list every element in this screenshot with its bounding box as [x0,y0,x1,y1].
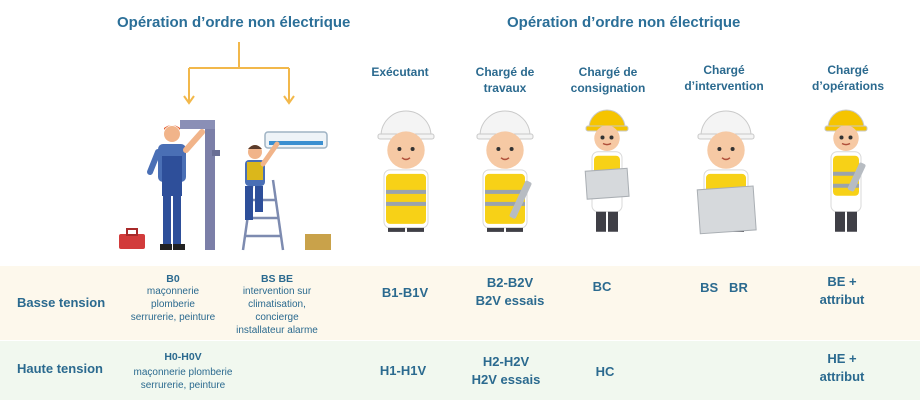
h0-desc-line: serrurerie, peinture [140,380,226,391]
ht-value-line: H1-H1V [379,363,427,378]
bt-value-executant: B1-B1V [355,284,455,302]
role-line: consignation [570,81,646,95]
b0-desc-line: plomberie [151,299,195,310]
role-charge-operations: Chargé d’opérations [800,62,896,94]
role-line: Exécutant [371,65,429,79]
b0-desc-line: maçonnerie [146,286,200,297]
b0-code: B0 [166,273,180,285]
worker-avatar-icon [377,110,435,232]
ht-value-charge-travaux: H2-H2V H2V essais [451,353,561,389]
h0-code: H0-H0V [164,351,202,363]
bt-value-line: BC [592,279,612,294]
bt-value-line: attribut [819,292,865,307]
role-charge-intervention: Chargé d’intervention [672,62,776,94]
bt-value-charge-operations: BE + attribut [792,273,892,309]
bt-value-charge-travaux: B2-B2V B2V essais [455,274,565,310]
bsbe-desc-line: installateur alarme [236,325,318,336]
h0-desc-line: maçonnerie plomberie [133,367,233,378]
worker-avatar-icon [584,109,630,232]
b0-cell: B0 maçonnerie plomberie serrurerie, pein… [118,273,228,324]
right-section-title: Opération d’ordre non électrique [507,14,741,31]
role-line: Chargé [703,63,745,77]
role-executant: Exécutant [355,64,445,80]
role-line: d’opérations [811,79,884,93]
worker-avatar-icon [696,110,757,235]
role-line: Chargé de [578,65,638,79]
ht-value-charge-operations: HE + attribut [792,350,892,386]
bsbe-desc-line: intervention sur [242,286,312,297]
bracket-arrow-icon [183,42,295,105]
left-section-title: Opération d’ordre non électrique [117,14,351,31]
ht-value-line: HE + [827,351,857,366]
ht-value-charge-consignation: HC [565,363,645,381]
b0-desc-line: serrurerie, peinture [130,312,216,323]
basse-tension-band [0,266,920,340]
bt-value-line: BE + [827,274,857,289]
role-line: travaux [483,81,527,95]
ht-value-executant: H1-H1V [353,362,453,380]
bsbe-desc-line: climatisation, [248,299,306,310]
ht-value-line: H2V essais [471,372,541,387]
h0-cell: H0-H0V maçonnerie plomberie serrurerie, … [118,351,248,392]
row-label-basse-tension: Basse tension [17,295,106,310]
bsbe-desc-line: concierge [255,312,299,323]
plumber-illustration [119,120,220,250]
row-label-haute-tension: Haute tension [17,361,103,376]
bt-value-charge-consignation: BC [562,278,642,296]
ht-value-line: H2-H2V [482,354,530,369]
bt-value-line: BS BR [700,280,748,295]
bt-value-line: B1-B1V [381,285,429,300]
haute-tension-band [0,341,920,400]
ht-value-line: attribut [819,369,865,384]
bsbe-code: BS BE [260,273,294,285]
role-line: Chargé [827,63,869,77]
bt-value-line: B2V essais [475,293,545,308]
role-line: Chargé de [475,65,535,79]
bt-value-charge-intervention: BS BR [676,279,772,297]
ht-value-line: HC [595,364,615,379]
ac-technician-illustration [241,131,331,251]
role-charge-travaux: Chargé de travaux [460,64,550,96]
bsbe-cell: BS BE intervention sur climatisation, co… [222,273,332,337]
worker-avatar-icon [824,109,868,232]
role-charge-consignation: Chargé de consignation [560,64,656,96]
bt-value-line: B2-B2V [486,275,534,290]
worker-avatar-icon [476,110,534,232]
role-line: d’intervention [684,79,764,93]
